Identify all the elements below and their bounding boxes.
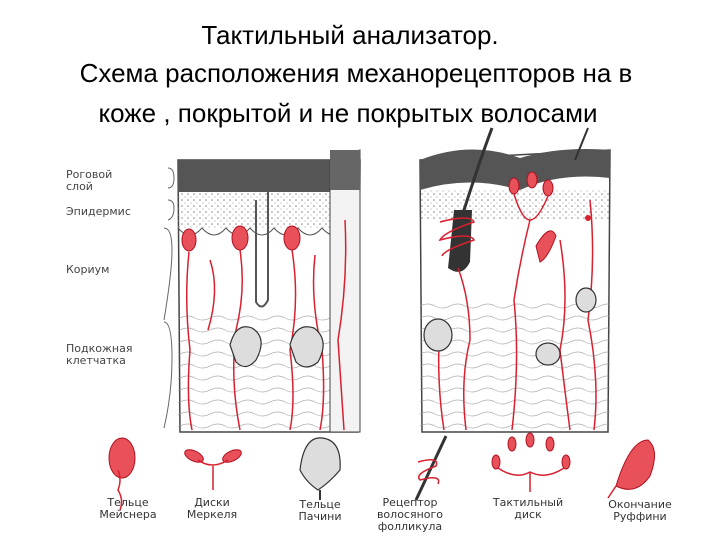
layer-label-corium: Кориум xyxy=(66,263,109,276)
layer-label-horny-2: слой xyxy=(66,180,93,193)
caption-pacini-2: Пачини xyxy=(298,510,341,523)
hair-follicle-icon xyxy=(416,436,446,500)
caption-follicle-3: фолликула xyxy=(378,520,442,533)
glabrous-skin-block xyxy=(178,150,360,432)
caption-tactile-2: диск xyxy=(514,508,542,521)
layer-label-subcutaneous-2: клетчатка xyxy=(66,354,126,367)
caption-merkel-2: Меркеля xyxy=(187,508,237,521)
hairy-skin-block xyxy=(420,128,610,432)
caption-meissner-2: Мейснера xyxy=(99,508,156,521)
ruffini-icon xyxy=(608,440,655,498)
merkel-disc-icon xyxy=(183,447,243,490)
receptor-captions: Тельце Мейснера Диски Меркеля Тельце Пач… xyxy=(99,496,672,533)
caption-ruffini-2: Руффини xyxy=(613,510,666,523)
layer-labels: Роговой слой Эпидермис Кориум Подкожная … xyxy=(66,168,174,428)
layer-label-epidermis: Эпидермис xyxy=(66,205,131,218)
pacini-icon xyxy=(300,438,340,500)
tactile-disc-icon xyxy=(492,433,570,492)
